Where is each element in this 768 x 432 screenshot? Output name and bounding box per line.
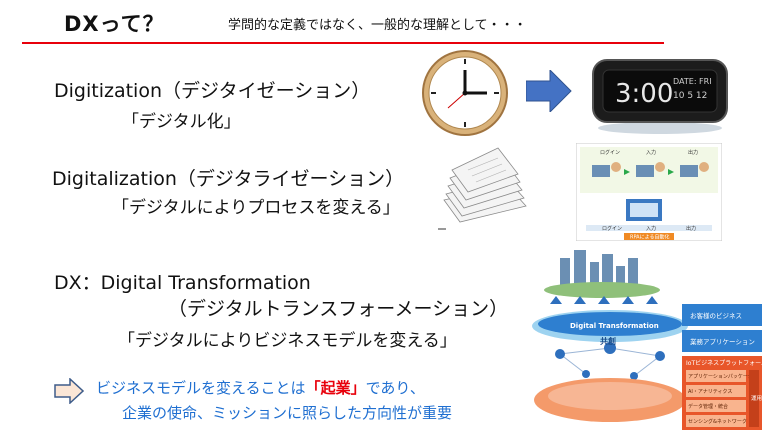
svg-text:センシング&ネットワーク: センシング&ネットワーク (688, 418, 747, 425)
digital-clock-time: 3:00 (615, 79, 673, 109)
analog-clock-icon (422, 50, 508, 136)
svg-text:データ管理・統合: データ管理・統合 (688, 403, 728, 410)
dx-platform-diagram: Digital Transformation 共創 お客様のビジネス 業務アプリ… (532, 250, 762, 430)
svg-text:入力: 入力 (646, 225, 656, 232)
svg-text:アプリケーションパッケージ: アプリケーションパッケージ (688, 373, 753, 380)
bottom-note-line1: ビジネスモデルを変えることは「起業」であり、 (96, 379, 425, 397)
svg-text:入力: 入力 (646, 149, 656, 156)
svg-text:運用: 運用 (751, 395, 762, 402)
digital-clock-date-label: DATE: FRI (673, 77, 712, 86)
paper-stack-icon (438, 147, 527, 230)
svg-text:AI・アナリティクス: AI・アナリティクス (688, 389, 732, 395)
right-arrow-icon (526, 70, 572, 112)
digitization-term: Digitization（デジタイゼーション） (54, 80, 371, 102)
svg-text:IoTビジネスプラットフォーム: IoTビジネスプラットフォーム (686, 359, 762, 367)
outline-arrow-icon (54, 378, 84, 404)
svg-text:お客様のビジネス: お客様のビジネス (690, 311, 742, 320)
bottom-note-line2: 企業の使命、ミッションに照らした方向性が重要 (122, 404, 453, 422)
title-underline (22, 42, 664, 44)
svg-text:業務アプリケーション: 業務アプリケーション (690, 337, 755, 346)
dx-center-label: 共創 (600, 336, 616, 346)
svg-text:ログイン: ログイン (602, 225, 622, 232)
dx-term-kana: （デジタルトランスフォーメーション） (168, 298, 509, 320)
digitalization-term: Digitalization（デジタライゼーション） (52, 168, 405, 190)
rpa-workflow-diagram: ログイン 入力 出力 ログイン 入力 出力 RPAによる自動化 (576, 143, 722, 241)
city-skyline-icon (560, 250, 638, 288)
digitization-desc: 「デジタル化」 (122, 112, 241, 132)
digitalization-desc: 「デジタルによりプロセスを変える」 (112, 198, 400, 218)
svg-text:出力: 出力 (688, 149, 698, 156)
digital-clock-date-value: 10 5 12 (673, 91, 707, 101)
dx-term: DX：Digital Transformation (54, 272, 311, 294)
page-title: DXって？ (64, 12, 165, 36)
svg-text:出力: 出力 (686, 225, 696, 232)
dx-ring-label: Digital Transformation (570, 322, 659, 330)
dx-desc: 「デジタルによりビジネスモデルを変える」 (118, 331, 457, 351)
digital-clock-icon: 3:00 DATE: FRI 10 5 12 (592, 59, 728, 134)
svg-text:RPAによる自動化: RPAによる自動化 (630, 234, 669, 241)
page-subtitle: 学問的な定義ではなく、一般的な理解として・・・ (228, 18, 527, 33)
svg-text:ログイン: ログイン (600, 149, 620, 156)
